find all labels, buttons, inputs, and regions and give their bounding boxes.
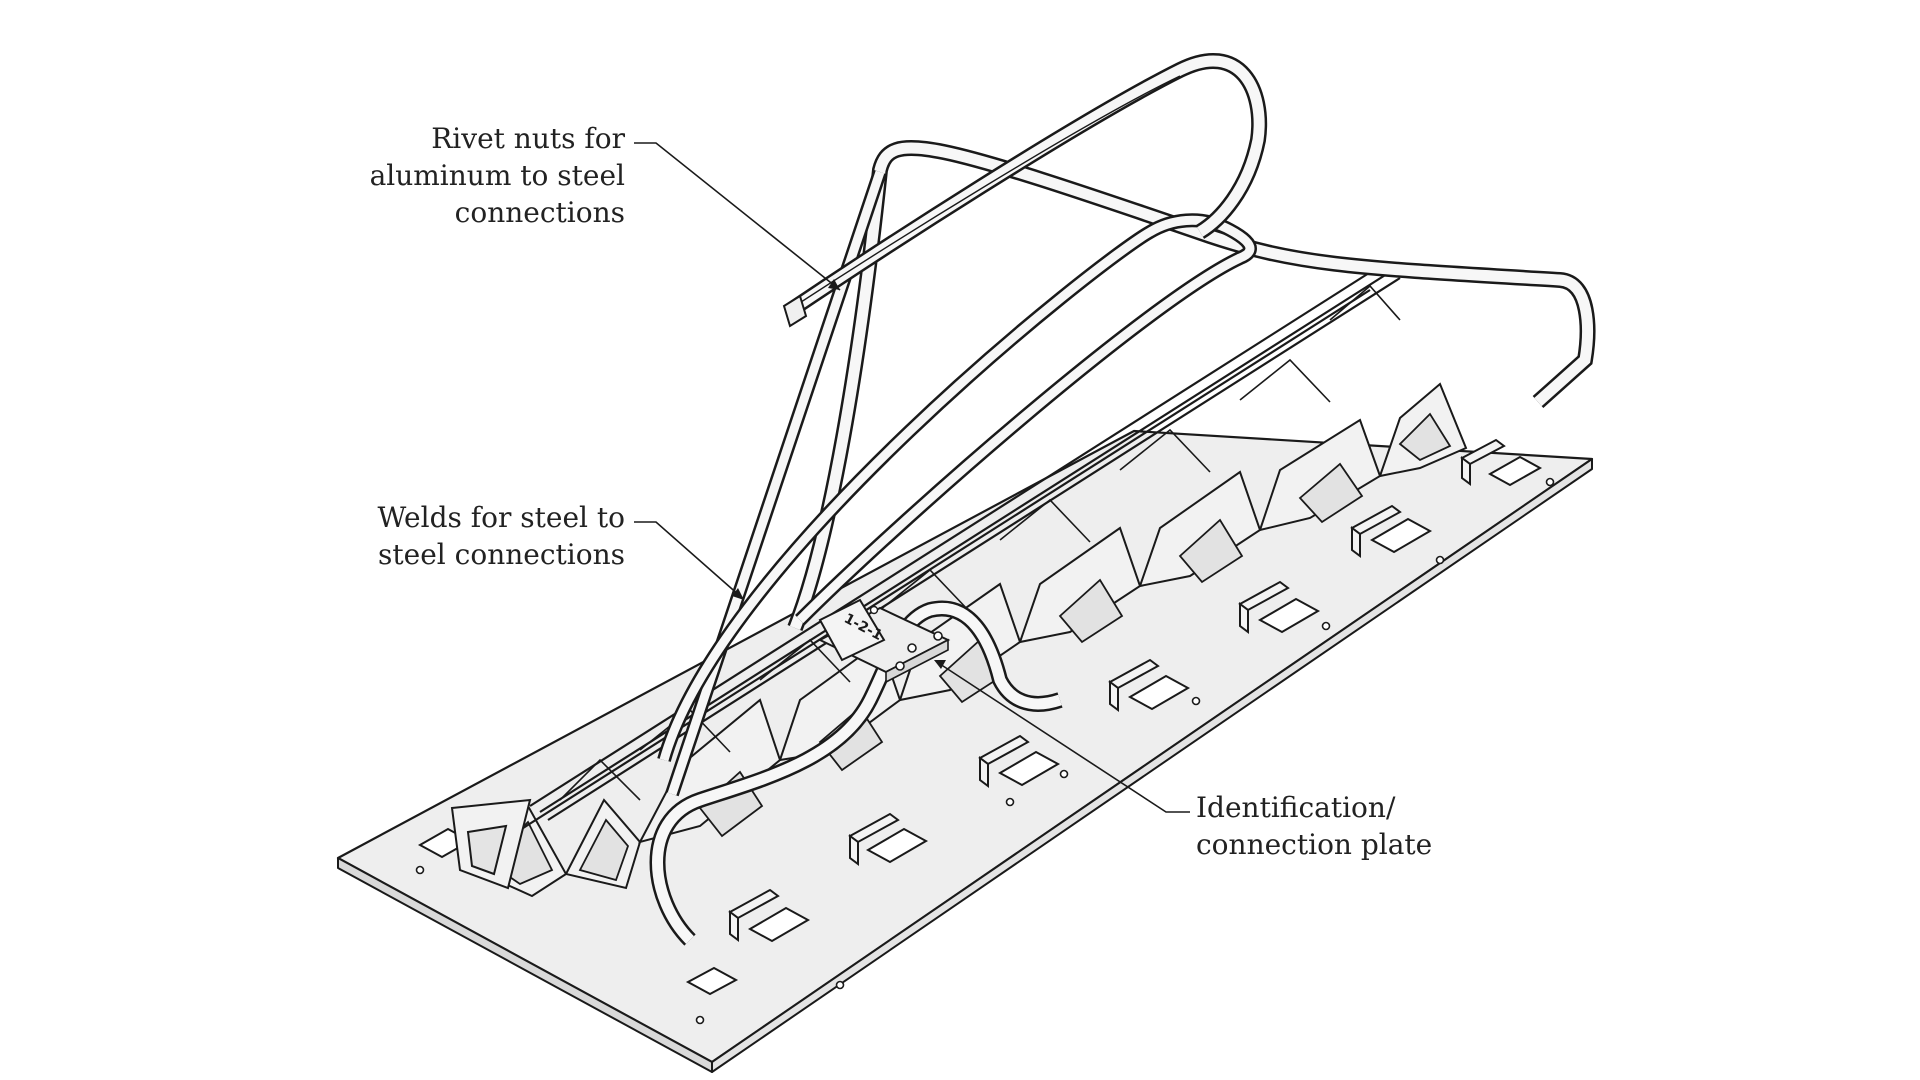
lifting-hoop bbox=[787, 139, 1596, 631]
leader-lines bbox=[634, 142, 1190, 813]
frame-panel bbox=[1258, 418, 1382, 532]
callout-welds-line-2: steel connections bbox=[378, 538, 625, 571]
callout-rivet-line-3: connections bbox=[455, 196, 625, 229]
leader-arrows bbox=[732, 279, 946, 669]
end-gussets bbox=[450, 798, 532, 890]
base-plate-slots bbox=[417, 455, 1543, 996]
frame-panel bbox=[1138, 470, 1262, 588]
slot bbox=[1369, 517, 1433, 554]
leader-welds bbox=[634, 521, 741, 597]
slot bbox=[865, 827, 929, 864]
callout-rivet-line-2: aluminum to steel bbox=[370, 159, 625, 192]
slot bbox=[1487, 455, 1543, 487]
arrow-rivet bbox=[828, 279, 840, 290]
callout-identification-plate: Identification/ connection plate bbox=[1196, 791, 1432, 861]
rivet-nut-rail bbox=[782, 52, 1268, 328]
leader-plate bbox=[939, 663, 1190, 813]
marked-plate: 1-2-1 bbox=[818, 598, 886, 662]
arrow-welds bbox=[732, 588, 744, 600]
leader-rivet bbox=[634, 142, 841, 291]
slot bbox=[747, 906, 811, 943]
frame-panel bbox=[1018, 526, 1142, 644]
slot bbox=[1127, 674, 1191, 711]
callout-plate-line-1: Identification/ bbox=[1196, 791, 1396, 824]
truss-diagonals bbox=[559, 284, 1401, 801]
callout-plate-line-2: connection plate bbox=[1196, 828, 1432, 861]
callout-rivet-line-1: Rivet nuts for bbox=[431, 122, 625, 155]
slot bbox=[997, 750, 1061, 787]
callout-welds: Welds for steel to steel connections bbox=[378, 501, 625, 571]
slot bbox=[685, 966, 739, 996]
edge-blocks bbox=[728, 438, 1506, 942]
callout-welds-line-1: Welds for steel to bbox=[378, 501, 625, 534]
callout-rivet-nuts: Rivet nuts for aluminum to steel connect… bbox=[370, 122, 626, 229]
arrow-plate bbox=[934, 660, 946, 669]
slot bbox=[1257, 597, 1321, 634]
lower-bent-rod bbox=[649, 600, 1063, 946]
bolt-holes bbox=[415, 477, 1555, 1025]
